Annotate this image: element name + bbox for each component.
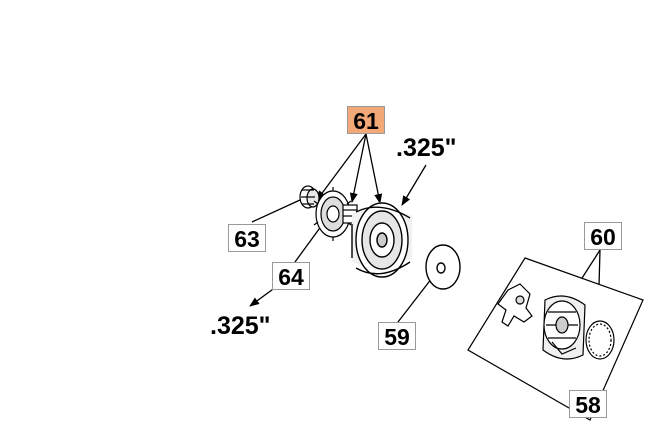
pitch-label-bottom: .325" bbox=[210, 312, 271, 340]
part-label-64[interactable]: 64 bbox=[272, 262, 310, 290]
leader-59 bbox=[397, 277, 433, 323]
part-label-58[interactable]: 58 bbox=[569, 390, 607, 418]
washer-icon[interactable] bbox=[425, 244, 461, 290]
part-label-63[interactable]: 63 bbox=[228, 224, 266, 252]
leader-pitch-top bbox=[401, 164, 427, 206]
leader-64-up bbox=[294, 224, 323, 263]
needle-bearing-icon[interactable] bbox=[299, 185, 320, 209]
clutch-assembly-icon[interactable] bbox=[497, 283, 586, 360]
clutch-drum-icon[interactable] bbox=[351, 202, 412, 278]
leader-lines-61 bbox=[316, 133, 383, 204]
part-label-59[interactable]: 59 bbox=[378, 322, 416, 350]
pitch-label-top: .325" bbox=[396, 134, 457, 162]
part-label-60[interactable]: 60 bbox=[584, 222, 622, 250]
sprocket-icon[interactable] bbox=[313, 187, 358, 241]
part-label-61[interactable]: 61 bbox=[347, 106, 385, 134]
leader-63 bbox=[251, 199, 301, 223]
spring-ring-icon[interactable] bbox=[585, 320, 615, 360]
